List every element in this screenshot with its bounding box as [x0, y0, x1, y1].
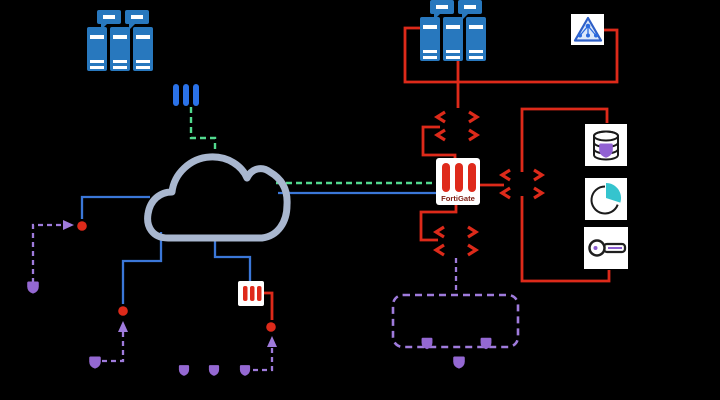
shield-icon: [178, 365, 190, 376]
three-bars-icon: [173, 84, 199, 106]
edge-router-right-to-key: [520, 196, 611, 283]
edge-router-right-to-database: [520, 107, 609, 172]
endpoint-dots: [77, 221, 276, 332]
shield-icon: [208, 365, 220, 376]
server-rack-icon: [87, 10, 153, 71]
database-shield-icon: [585, 124, 627, 166]
router-arrows-icon: [435, 110, 479, 142]
pie-chart-icon: [585, 178, 627, 220]
router-arrows-icon: [434, 225, 478, 257]
blue-edges: [80, 191, 436, 304]
red-dot: [118, 306, 128, 316]
router-arrows-icon: [500, 168, 544, 200]
fortigate-icon: FortiGate: [436, 158, 480, 205]
green-dashed-edges: [189, 107, 436, 185]
shield-icon: [453, 356, 465, 369]
arrowhead-up-icon: [118, 321, 128, 332]
shield-icon: [239, 365, 251, 376]
shield-icon: [89, 356, 101, 369]
shield-icon: [27, 281, 39, 294]
red-dot: [266, 322, 276, 332]
edge-servers-to-triangle: [403, 26, 619, 84]
triangle-network-icon: [571, 14, 604, 45]
arrowhead-up-icon: [267, 336, 277, 347]
arrowhead-right-icon: [63, 220, 74, 230]
edge-fortigate-to-router-bottom: [419, 204, 458, 242]
purple-dashed-edges: [31, 223, 458, 372]
edge-shield2-to-dot2: [102, 332, 125, 363]
red-dot: [77, 221, 87, 231]
edge-cloud-to-dot-left: [80, 195, 150, 219]
server-rack-icon: [420, 0, 486, 61]
edge-cloud-to-dot-mid: [121, 232, 163, 304]
fortigate-label: FortiGate: [441, 194, 475, 203]
fortigate-mini-icon: [238, 281, 264, 306]
edge-router-top-to-fortigate: [421, 125, 457, 160]
cloud-icon: [144, 153, 291, 242]
key-icon: [584, 227, 628, 269]
edge-shield5-to-dot3: [253, 347, 274, 372]
edge-bars-to-cloud: [189, 107, 217, 151]
dashed-zone: [391, 293, 520, 349]
purple-arrowheads: [63, 220, 277, 347]
edge-cloud-to-small-fortigate: [213, 238, 252, 281]
red-edges: [262, 26, 619, 320]
edge-shield1-to-dot1: [31, 223, 63, 292]
edge-small-fortigate-to-dot: [262, 291, 274, 320]
